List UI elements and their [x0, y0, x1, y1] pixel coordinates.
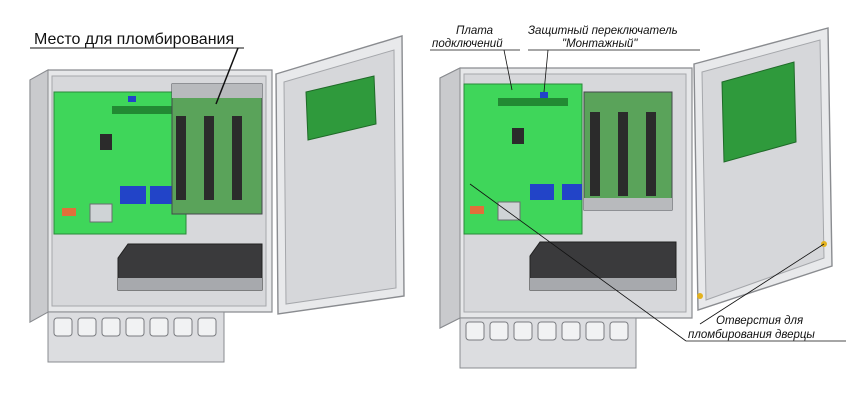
left-seal-switch [128, 96, 136, 102]
right-relay-rail [584, 198, 672, 210]
seal-leader-box [469, 183, 687, 342]
seal-label-line2: пломбирования дверцы [688, 329, 815, 341]
cable-gland-icon [173, 317, 193, 337]
left-terminal-strip [112, 106, 172, 114]
seal-leader-door [699, 243, 825, 325]
board-label-leader [503, 49, 513, 91]
left-door-board [305, 75, 377, 141]
right-seal-switch [540, 92, 548, 98]
cable-gland-icon [561, 321, 581, 341]
left-relay-3 [232, 116, 242, 200]
left-enclosure: Место для пломбирования [29, 31, 405, 363]
left-relay-1 [176, 116, 186, 200]
left-chip [100, 134, 112, 150]
right-box-side [439, 67, 461, 329]
left-fuse-holder [89, 203, 113, 223]
left-callout-text: Место для пломбирования [34, 31, 234, 48]
right-ps-bracket [530, 278, 676, 290]
cable-gland-icon [77, 317, 97, 337]
seal-screw-icon [697, 293, 703, 299]
seal-label-line1: Отверстия для [716, 315, 803, 327]
right-relay-2 [618, 112, 628, 196]
board-label-line2: подключений [432, 38, 503, 50]
cable-gland-icon [101, 317, 121, 337]
switch-label-leader [543, 49, 549, 93]
right-chip [512, 128, 524, 144]
cable-gland-icon [149, 317, 169, 337]
cable-gland-icon [537, 321, 557, 341]
right-connector-2 [562, 184, 582, 200]
right-terminal-strip [498, 98, 568, 106]
cable-gland-icon [53, 317, 73, 337]
left-cable-glands [53, 317, 217, 337]
right-enclosure: Плата подключений Защитный переключатель… [430, 25, 846, 369]
left-box-side [29, 69, 49, 323]
cable-gland-icon [585, 321, 605, 341]
cable-gland-icon [609, 321, 629, 341]
cable-gland-icon [489, 321, 509, 341]
cable-gland-icon [125, 317, 145, 337]
left-callout-leader [215, 47, 239, 105]
board-label-line1: Плата [456, 25, 493, 37]
left-connector-2 [150, 186, 172, 204]
right-relay-3 [646, 112, 656, 196]
left-relay-rail [172, 84, 262, 98]
right-door-board [721, 61, 797, 163]
right-connector-1 [530, 184, 554, 200]
cable-gland-icon [197, 317, 217, 337]
cable-gland-icon [513, 321, 533, 341]
left-ps-bracket [118, 278, 262, 290]
right-orange-terminal [470, 206, 484, 214]
switch-label-line2: "Монтажный" [562, 38, 638, 50]
right-fuse-holder [497, 201, 521, 221]
right-relay-1 [590, 112, 600, 196]
left-orange-terminal [62, 208, 76, 216]
right-cable-glands [465, 321, 629, 341]
left-connector-1 [120, 186, 146, 204]
left-relay-2 [204, 116, 214, 200]
cable-gland-icon [465, 321, 485, 341]
switch-label-line1: Защитный переключатель [528, 25, 678, 37]
